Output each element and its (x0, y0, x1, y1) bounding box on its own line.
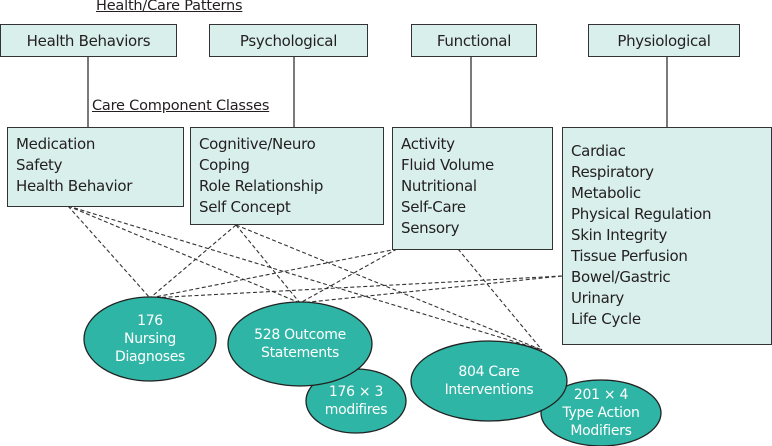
class-box-psychological: Cognitive/Neuro Coping Role Relationship… (190, 127, 384, 225)
node-label-line: Type Action (562, 405, 640, 421)
class-item: Activity (401, 135, 455, 153)
pattern-label: Physiological (617, 31, 711, 50)
link-functional-to-outcome-statements (299, 248, 398, 304)
link-health-behaviors-to-outcome-statements (67, 205, 301, 304)
node-label-outcome-modifiers: 176 × 3 modifires (324, 383, 388, 419)
pattern-box-psychological: Psychological (209, 24, 368, 57)
class-item: Self-Care (401, 198, 466, 216)
class-item: Life Cycle (571, 310, 641, 328)
class-item: Bowel/Gastric (571, 268, 671, 286)
class-item: Role Relationship (199, 177, 324, 195)
dashed-links (67, 205, 563, 351)
class-item: Respiratory (571, 163, 654, 181)
class-item: Medication (16, 135, 96, 153)
class-item: Health Behavior (16, 177, 133, 195)
class-item: Fluid Volume (401, 156, 494, 174)
link-psychological-to-care-interventions (235, 224, 543, 351)
node-label-line: 176 × 3 (328, 384, 384, 400)
link-psychological-to-nursing-diagnoses (149, 224, 237, 299)
link-health-behaviors-to-nursing-diagnoses (67, 205, 151, 299)
class-item: Tissue Perfusion (571, 247, 688, 265)
class-item: Urinary (571, 289, 624, 307)
link-physiological-to-nursing-diagnoses (149, 275, 563, 299)
link-functional-to-care-interventions (457, 248, 543, 351)
class-item: Cognitive/Neuro (199, 135, 316, 153)
class-box-health-behaviors: Medication Safety Health Behavior (7, 127, 184, 207)
pattern-label: Psychological (239, 31, 338, 50)
pattern-label: Health Behaviors (26, 31, 151, 50)
node-label-line: Nursing (124, 331, 176, 347)
pattern-box-functional: Functional (411, 24, 537, 57)
node-ellipse-nursing-diagnoses (83, 296, 217, 382)
class-item: Safety (16, 156, 63, 174)
node-label-line: 528 Outcome (254, 327, 346, 343)
class-item: Nutritional (401, 177, 477, 195)
node-label-line: Interventions (444, 382, 534, 398)
heading-care-component-classes: Care Component Classes (92, 98, 270, 114)
node-label-line: 176 (137, 313, 163, 329)
node-label-line: Modifiers (570, 423, 632, 439)
pattern-box-health-behaviors: Health Behaviors (0, 24, 177, 57)
class-item: Cardiac (571, 142, 626, 160)
class-item: Metabolic (571, 184, 641, 202)
node-label-line: modifires (324, 402, 388, 418)
node-ellipse-care-interventions (410, 340, 568, 422)
class-box-functional: Activity Fluid Volume Nutritional Self-C… (392, 127, 553, 250)
pattern-label: Functional (436, 31, 512, 50)
pattern-box-physiological: Physiological (588, 24, 740, 57)
node-label-line: Diagnoses (114, 349, 186, 365)
node-label-line: Statements (261, 345, 339, 361)
class-item: Self Concept (199, 198, 291, 216)
link-physiological-to-outcome-statements (299, 275, 563, 304)
class-item: Physical Regulation (571, 205, 712, 223)
link-psychological-to-outcome-statements (235, 224, 301, 304)
class-box-physiological: Cardiac Respiratory Metabolic Physical R… (562, 127, 772, 345)
node-label-line: 804 Care (458, 364, 520, 380)
node-ellipse-type-action-modifiers (540, 379, 662, 446)
class-item: Skin Integrity (571, 226, 668, 244)
heading-health-care-patterns: Health/Care Patterns (96, 0, 243, 14)
link-health-behaviors-to-care-interventions (67, 205, 543, 351)
node-ellipse-outcome-statements (227, 301, 373, 387)
node-ellipses (83, 296, 662, 446)
node-label-line: 201 × 4 (573, 387, 629, 403)
link-functional-to-nursing-diagnoses (149, 248, 398, 299)
class-item: Sensory (401, 219, 460, 237)
class-item: Coping (199, 156, 250, 174)
